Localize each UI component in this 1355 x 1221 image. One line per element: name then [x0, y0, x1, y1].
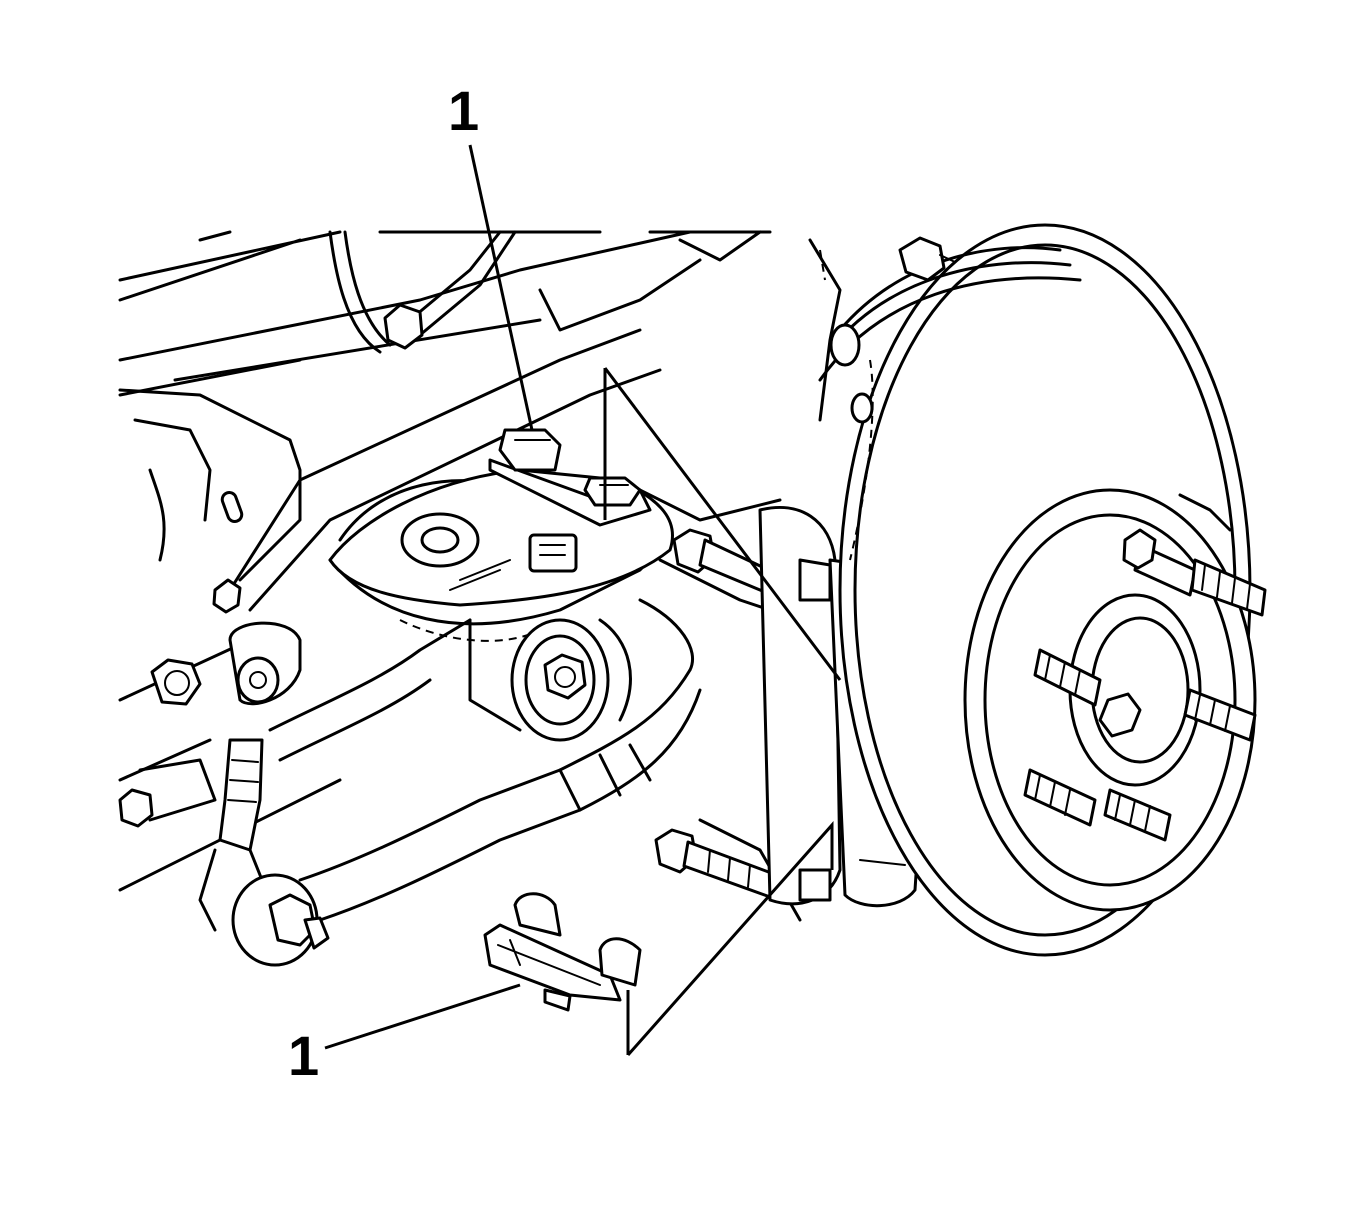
rotor-side-hole: [829, 323, 874, 424]
link-lower-joint: [231, 873, 330, 967]
callout-label-top: 1: [448, 79, 479, 142]
brake-rotor: [808, 223, 1267, 957]
lower-arm-bushing: [510, 618, 610, 742]
stabilizer-link: [198, 578, 330, 967]
callout-pointer-lines: [603, 367, 842, 1056]
brake-line-fitting: [383, 303, 424, 350]
wheel-studs: [1023, 528, 1267, 842]
link-upper-nut: [212, 578, 242, 614]
callout-leaders: [324, 144, 534, 1050]
leader-top: [468, 144, 534, 431]
callout-label-bottom: 1: [288, 1024, 319, 1087]
hub-center-bolt: [1098, 692, 1142, 738]
leader-bottom: [324, 983, 521, 1050]
removed-pad-clip: [483, 892, 642, 1012]
frame-bolt: [150, 658, 202, 706]
frame-nut-left: [118, 788, 154, 828]
rotor-top-bolt: [898, 236, 956, 282]
